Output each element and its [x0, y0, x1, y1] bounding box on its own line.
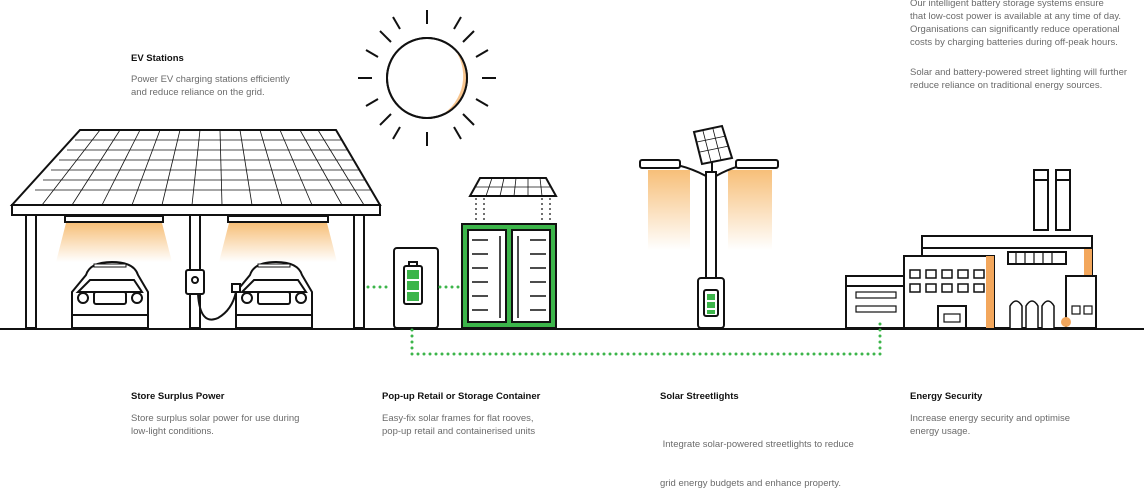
energy-scene-illustration [0, 10, 1144, 356]
carport-light-glow-left [56, 223, 172, 262]
solar-streetlight [639, 124, 779, 329]
ev-charger [185, 269, 241, 321]
feature-title-store-surplus-power: Store Surplus Power [131, 391, 225, 402]
storage-container [461, 177, 558, 329]
feature-title-popup-container: Pop-up Retail or Storage Container [382, 391, 541, 402]
power-connection-lines [366, 285, 882, 356]
feature-desc-energy-security: Increase energy security and optimise en… [910, 413, 1070, 437]
feature-desc-store-surplus-power: Store surplus solar power for use during… [131, 413, 300, 437]
ev-car [71, 260, 149, 329]
ev-stations-title: EV Stations [131, 53, 184, 64]
feature-title-energy-security: Energy Security [910, 391, 983, 402]
factory [845, 169, 1097, 329]
carport-light-glow-right [219, 223, 337, 262]
feature-desc-popup-container: Easy-fix solar frames for flat rooves, p… [382, 413, 536, 437]
intro-paragraph: Our intelligent battery storage systems … [910, 0, 1122, 48]
battery-wall-unit [393, 247, 439, 329]
feature-desc-solar-streetlights: Integrate solar-powered streetlights to … [660, 439, 854, 489]
ev-car [235, 260, 313, 329]
streetlight-glow-left [648, 170, 690, 250]
streetlight-glow-right [728, 170, 772, 250]
streetlight-paragraph: Solar and battery-powered street lightin… [910, 67, 1128, 91]
feature-title-solar-streetlights: Solar Streetlights [660, 391, 739, 402]
sun-icon [358, 10, 496, 146]
ev-stations-desc: Power EV charging stations efficiently a… [131, 74, 290, 98]
